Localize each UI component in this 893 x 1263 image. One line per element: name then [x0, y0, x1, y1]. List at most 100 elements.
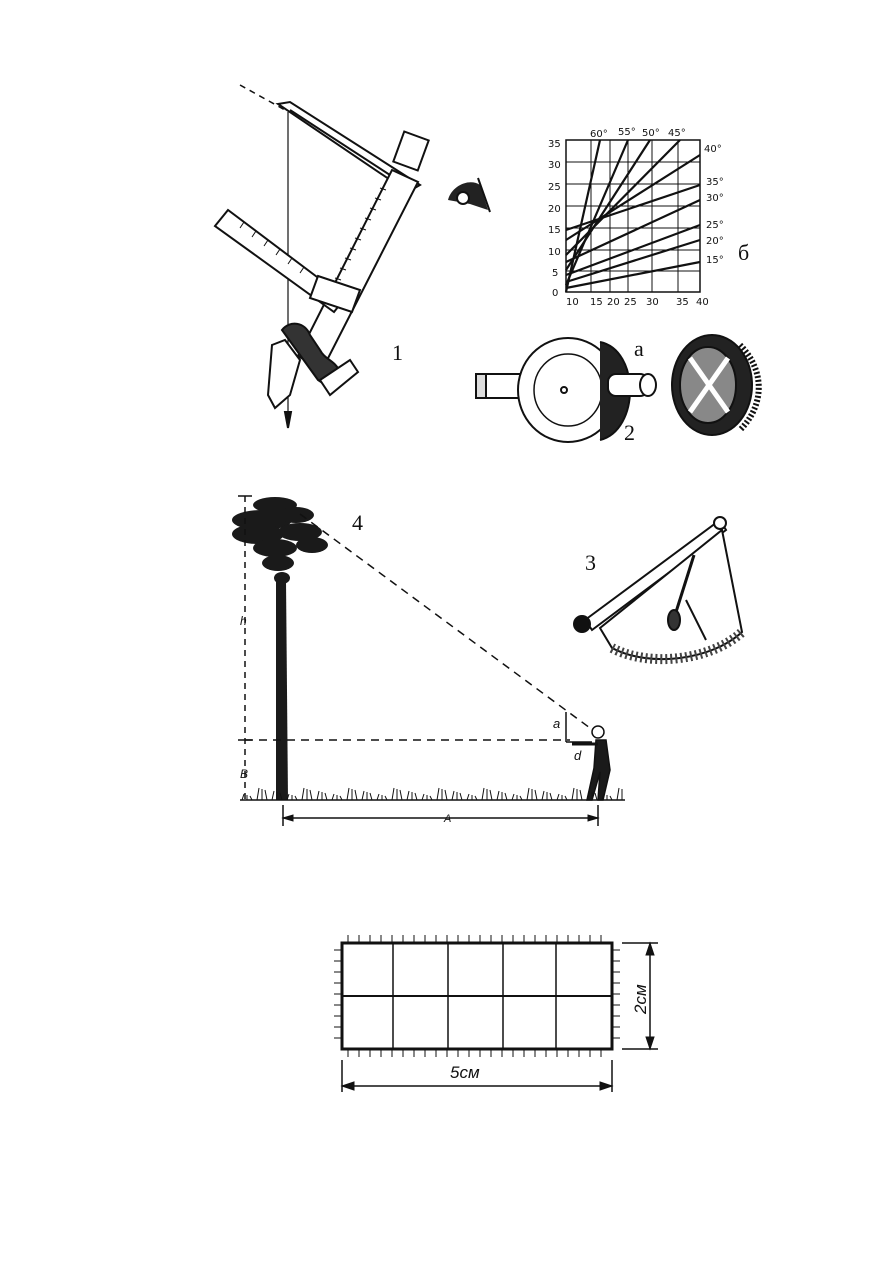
grass-blade [511, 793, 515, 801]
grass-blade [451, 790, 455, 801]
grass-blade [504, 792, 508, 801]
observer-figure [572, 725, 611, 801]
grass-blade [549, 792, 553, 801]
grass-blade [301, 787, 305, 801]
grass-blade [571, 787, 575, 801]
nomo-angle-line [565, 183, 701, 232]
nomo-top-angle: 60° [590, 129, 608, 140]
nomo-right-angle: 25° [706, 220, 724, 231]
grass-blade [399, 789, 403, 801]
grass-blade [489, 789, 493, 801]
grass-blade [564, 795, 568, 801]
tree-crown [232, 497, 328, 584]
grass-blade [241, 793, 245, 801]
nomo-x-tick: 35 [676, 297, 689, 308]
grass-blade [309, 789, 313, 801]
grass-blade [384, 795, 388, 801]
figure-4-tree-height [232, 495, 625, 826]
nomo-angle-line [565, 139, 651, 271]
grass-blade [466, 793, 470, 801]
figure-1-label: 1 [392, 340, 403, 365]
nomogram-label: б [738, 240, 749, 265]
nomo-frame [565, 139, 701, 293]
grass-blade [429, 795, 433, 801]
grass-blade [249, 795, 253, 801]
nomogram: 35 30 25 20 15 10 5 0 10 15 20 25 30 35 … [548, 127, 749, 308]
nomo-angle-line [565, 139, 681, 256]
nomo-y-tick: 15 [548, 225, 561, 236]
grass-blade [271, 790, 275, 801]
grass-blade [324, 792, 328, 801]
label-a: a [553, 716, 560, 731]
grass-blade [541, 790, 545, 801]
nomo-y-tick: 10 [548, 247, 561, 258]
grass-blade [579, 789, 583, 801]
nomo-x-tick: 30 [646, 297, 659, 308]
grass-blade [354, 789, 358, 801]
grass-blade [526, 787, 530, 801]
grass-blade [436, 787, 440, 801]
figure-2a-label: а [634, 336, 644, 361]
nomo-right-angle: 20° [706, 236, 724, 247]
grass-blade [346, 787, 350, 801]
grass-blade [361, 790, 365, 801]
grass-blade [376, 793, 380, 801]
nomo-angle-line [565, 238, 701, 284]
grass-blade [459, 792, 463, 801]
grass-blade [331, 793, 335, 801]
figure-3-quadrant [573, 516, 746, 665]
grass-blade [294, 795, 298, 801]
nomo-y-tick: 25 [548, 182, 561, 193]
nomo-x-tick: 20 [607, 297, 620, 308]
figure-2-clinometer [475, 334, 762, 443]
nomo-angle-line [565, 199, 701, 263]
grass-blade [556, 793, 560, 801]
nomo-x-tick: 40 [696, 297, 709, 308]
grass-blade [414, 792, 418, 801]
grass-blade [616, 787, 620, 801]
figure-3-label: 3 [585, 550, 596, 575]
nomo-right-angle: 15° [706, 255, 724, 266]
grass-blade [534, 789, 538, 801]
nomo-y-tick: 20 [548, 204, 561, 215]
grass-blade [264, 789, 268, 801]
grass-blade [316, 790, 320, 801]
nomo-angle-line [565, 154, 701, 241]
figure-1-altimeter [213, 84, 430, 429]
figure-2-label: 2 [624, 420, 635, 445]
grass-blade [519, 795, 523, 801]
nomo-y-tick: 5 [552, 268, 558, 279]
nomo-top-angle: 55° [618, 127, 636, 138]
nomo-x-tick: 10 [566, 297, 579, 308]
grass-blade [609, 795, 613, 801]
figure-4-label: 4 [352, 510, 363, 535]
grass-blade [421, 793, 425, 801]
nomo-x-tick: 25 [624, 297, 637, 308]
grass-blade [444, 789, 448, 801]
grass-blade [339, 795, 343, 801]
nomo-x-tick: 15 [590, 297, 603, 308]
grass-blade [391, 787, 395, 801]
nomo-right-angle: 35° [706, 177, 724, 188]
nomo-angle-line [564, 139, 630, 286]
nomo-angle-line [565, 260, 701, 290]
nomo-y-tick: 35 [548, 139, 561, 150]
grass-blade [279, 792, 283, 801]
label-B: B [240, 767, 248, 781]
label-d: d [574, 748, 582, 763]
grass-blade [481, 787, 485, 801]
nomo-right-angle: 30° [706, 193, 724, 204]
grass-blade [369, 792, 373, 801]
label-A: A [443, 813, 451, 825]
grass-blade [256, 787, 260, 801]
grass-blade [406, 790, 410, 801]
nomo-top-angle: 45° [668, 128, 686, 139]
nomo-angle-line [565, 223, 701, 277]
nomo-angle-line [564, 139, 602, 293]
grid-height-label: 2см [631, 984, 650, 1015]
label-h: h [240, 614, 247, 628]
grass-blade [286, 793, 290, 801]
nomo-y-tick: 30 [548, 160, 561, 171]
grass-blade [594, 792, 598, 801]
